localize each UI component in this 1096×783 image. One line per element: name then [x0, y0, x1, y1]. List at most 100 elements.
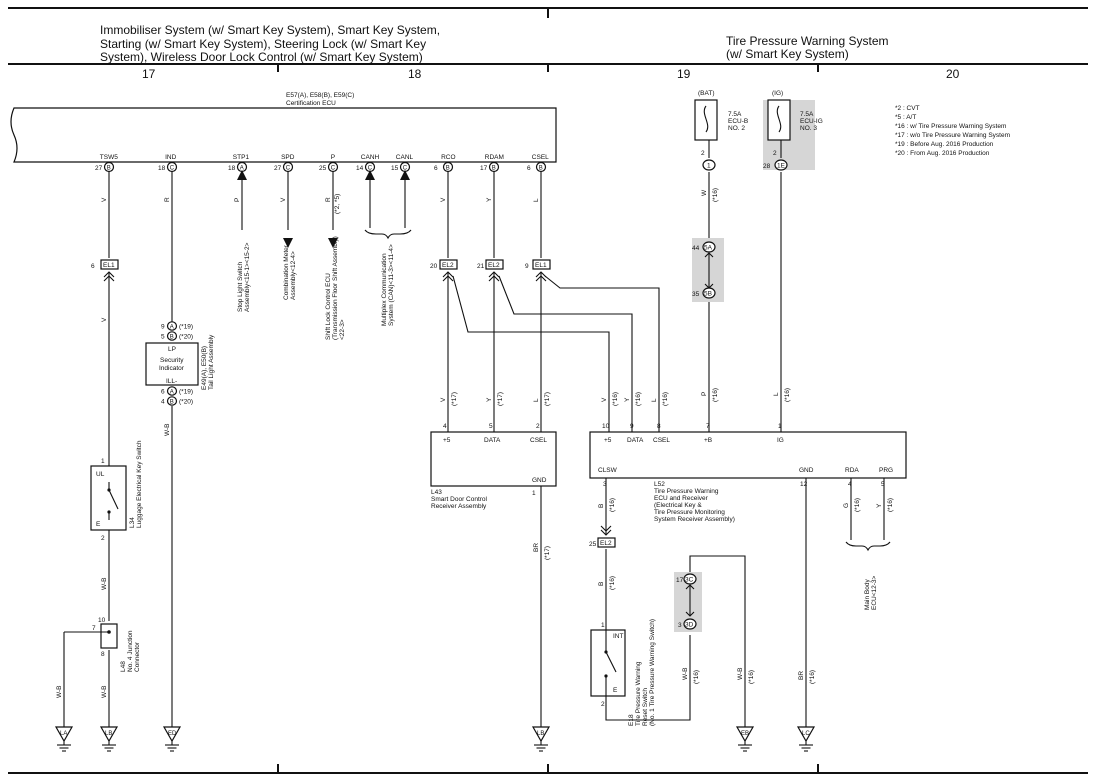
l52-prg-c: Y: [876, 503, 883, 508]
l52-lcsel: CSEL: [653, 437, 670, 444]
e18-name-3: (No. 1 Tire Pressure Warning Switch): [649, 619, 656, 726]
connector-el2-b: 25 EL2: [589, 525, 616, 548]
connector-5b: 35 5B: [692, 287, 716, 299]
ecu-pin-ring: [166, 161, 178, 173]
l52-code: L52: [654, 481, 665, 488]
3d-id: 3D: [685, 622, 694, 629]
security-pin-note: (*19): [179, 389, 193, 396]
el1-tsw-id: EL1: [103, 262, 115, 269]
dest-can-2: System (CAN)<11-3><11-4>: [388, 244, 395, 326]
ecu-pin-num: 27: [274, 165, 282, 172]
ecu-pin-num: 6: [527, 165, 531, 172]
ecu-pin-ring: [488, 161, 500, 173]
ground-lb: LB: [531, 726, 551, 752]
security-pin-ring: [166, 396, 178, 406]
security-pin-num: 9: [161, 324, 165, 331]
fuse-bat-label: (BAT): [698, 90, 715, 97]
left-title-line2: Starting (w/ Smart Key System), Steering…: [100, 37, 426, 51]
connector-el2-rco: 20 EL2: [430, 259, 458, 282]
ecu-pin-num: 6: [434, 165, 438, 172]
l52-l5v: +5: [604, 437, 612, 444]
e18-int: INT: [613, 633, 624, 640]
security-pin-num: 6: [161, 389, 165, 396]
ecu-pin-name: CSEL: [532, 154, 549, 161]
l52-lclsw: CLSW: [598, 467, 618, 474]
ecu-pin-num: 18: [158, 165, 166, 172]
wire-br-note: (*17): [544, 546, 551, 560]
dest-can-1: Multiplex Communication: [381, 253, 388, 326]
ecu-pin-conn: C: [286, 166, 291, 172]
3c-num: 17: [676, 577, 684, 584]
ground-label: EB: [741, 731, 749, 737]
l43-lcsel: CSEL: [530, 437, 547, 444]
wire-w-note: (*16): [712, 188, 719, 202]
e18-pin2: 2: [601, 701, 605, 708]
wire-l2-note: (*16): [784, 388, 791, 402]
l34-pin1: 1: [101, 458, 105, 465]
e18-name-2: Reset Switch: [642, 688, 649, 726]
l52-p1: 1: [778, 423, 782, 430]
el2-b-id: EL2: [600, 540, 612, 547]
ground-label: LA: [60, 731, 67, 737]
wire-eb-note: (*16): [748, 670, 755, 684]
dest-stp1-2: Assembly<15-1><15-2>: [244, 242, 251, 312]
ecu-pin-name: IND: [165, 154, 177, 161]
security-pin-conn: B: [170, 334, 174, 340]
note-1: *2 : CVT: [895, 105, 920, 112]
dest-p-2: (Transmission Floor Shift Assembly): [332, 236, 339, 340]
ground-eb: EB: [735, 726, 755, 752]
ecu-pin-name: CANL: [396, 154, 414, 161]
security-pin-ring: [166, 331, 178, 341]
ecu-pin-name: RDAM: [485, 154, 504, 161]
security-pin-num: 4: [161, 399, 165, 406]
connector-el2-rdam: 21 EL2: [477, 259, 504, 282]
l52-lprg: PRG: [879, 467, 893, 474]
dest-mb-1: Main Body: [864, 579, 871, 610]
certification-ecu: E57(A), E58(B), E59(C) Certification ECU: [10, 92, 557, 163]
l52-p9: 9: [630, 423, 634, 430]
cert-ecu-name: Certification ECU: [286, 100, 336, 107]
note-3: *16 : w/ Tire Pressure Warning System: [895, 123, 1006, 130]
el1-tsw-num: 6: [91, 263, 95, 270]
el2-rco-num: 20: [430, 263, 438, 270]
l48-name-1: No. 4 Junction: [127, 630, 134, 672]
fuse-bat-connector: 2 1: [701, 150, 716, 171]
wire-csel-color: L: [533, 198, 540, 202]
fuse-bat-no: NO. 2: [728, 125, 745, 132]
fuse-bat-conn: 1: [707, 163, 711, 170]
security-pin-ring: [166, 321, 178, 331]
destination-labels: Stop Light Switch Assembly<15-1><15-2> C…: [237, 236, 878, 610]
l34-e: E: [96, 521, 101, 528]
ecu-pin-num: 27: [95, 165, 103, 172]
l52-name-2: ECU and Receiver: [654, 495, 709, 502]
fuse-ig-pin-top: 2: [773, 150, 777, 157]
wire-b2-color: B: [598, 582, 605, 586]
tpms-reset-switch: INT E 1 2 E18 Tire Pressure Warning Rese…: [590, 619, 656, 726]
ecu-pin-num: 14: [356, 165, 364, 172]
dest-p-1: Shift Lock Control ECU: [325, 273, 332, 340]
ecu-pin-num: 18: [228, 165, 236, 172]
l43-p1: 1: [532, 490, 536, 497]
l52-lrda: RDA: [845, 467, 859, 474]
5a-num: 44: [692, 245, 700, 252]
l52-w2: Y: [624, 397, 631, 402]
wires: [63, 140, 891, 727]
wire-lc-note: (*16): [809, 670, 816, 684]
dest-p-3: <22-3>: [339, 319, 346, 340]
ecu-pin-num: 17: [480, 165, 488, 172]
security-pin-ring: [166, 386, 178, 396]
l52-p5: 5: [881, 481, 885, 488]
junction-connector: 10 7 8 L48 No. 4 Junction Connector: [90, 617, 141, 672]
wire-rco-color: V: [440, 197, 447, 202]
note-2: *5 : A/T: [895, 114, 916, 121]
l34-pin2: 2: [101, 535, 105, 542]
stp1-arrow: [237, 170, 247, 180]
wire-w-color: W: [701, 189, 708, 196]
l52-p4: 4: [848, 481, 852, 488]
right-title-line2: (w/ Smart Key System): [726, 47, 849, 61]
